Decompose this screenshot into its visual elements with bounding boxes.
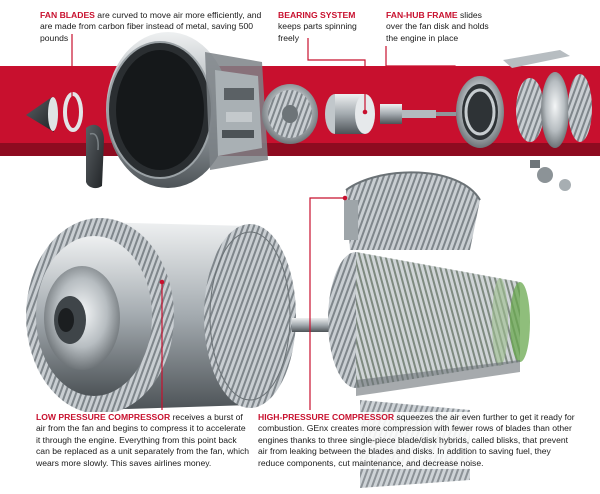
caption-bearing-system-title: BEARING SYSTEM [278,10,356,20]
leader-line-low-pressure-compressor [159,279,165,410]
caption-fan-blades: FAN BLADES are curved to move air more e… [40,10,266,44]
carbon-fan-blade [86,124,104,189]
caption-bearing-system: BEARING SYSTEM keeps parts spinning free… [278,10,376,44]
leader-line-high-pressure-compressor [309,195,348,410]
fan-hub-frame [456,76,504,148]
bearing-shaft [380,104,456,124]
spinner-ring [63,92,83,132]
caption-fan-hub-frame-title: FAN-HUB FRAME [386,10,458,20]
caption-low-pressure-compressor-text: receives a burst of air from the fan and… [36,412,250,468]
caption-bearing-system-text: keeps parts spinning freely [278,21,357,43]
low-pressure-compressor [26,218,296,414]
rear-engine-modules [503,50,592,191]
fan-disk [262,84,318,144]
leader-line-fan-hub-frame [385,46,458,103]
leader-line-fan-blades [69,34,75,123]
caption-high-pressure-compressor-title: HIGH-PRESSURE COMPRESSOR [258,412,395,422]
caption-low-pressure-compressor: LOW PRESSURE COMPRESSOR receives a burst… [36,412,250,470]
caption-high-pressure-compressor-text: squeezes the air even further to get it … [258,412,575,468]
caption-low-pressure-compressor-title: LOW PRESSURE COMPRESSOR [36,412,171,422]
caption-fan-hub-frame-text: slides over the fan disk and holds the e… [386,10,489,43]
hp-compressor-casing [344,171,481,250]
leader-line-bearing-system [307,38,368,115]
nose-cone [26,97,58,132]
caption-fan-hub-frame: FAN-HUB FRAME slides over the fan disk a… [386,10,490,44]
caption-fan-blades-text: are curved to move air more efficiently,… [40,10,262,43]
caption-high-pressure-compressor: HIGH-PRESSURE COMPRESSOR squeezes the ai… [258,412,578,470]
fan-case [106,32,268,188]
bearing-housing [325,94,375,134]
caption-fan-blades-title: FAN BLADES [40,10,95,20]
